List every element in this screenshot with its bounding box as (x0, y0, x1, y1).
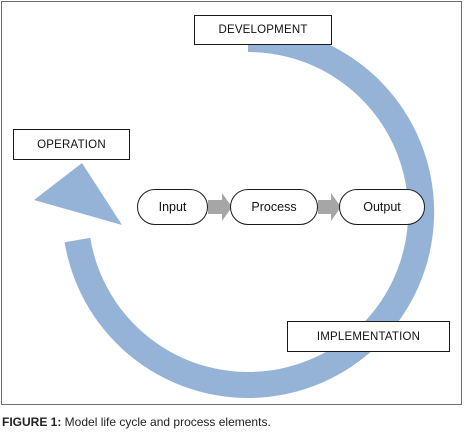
figure-caption: FIGURE 1: Model life cycle and process e… (2, 415, 271, 429)
process-label: Process (251, 200, 297, 214)
development-box: DEVELOPMENT (194, 15, 332, 45)
input-node: Input (137, 189, 208, 225)
output-node: Output (339, 189, 425, 225)
implementation-label: IMPLEMENTATION (316, 330, 421, 343)
flow-arrow-input-process (208, 193, 232, 221)
implementation-box: IMPLEMENTATION (287, 321, 450, 352)
caption-label: FIGURE 1: (2, 415, 62, 429)
output-label: Output (363, 200, 401, 214)
process-node: Process (230, 189, 318, 225)
operation-label: OPERATION (37, 138, 106, 151)
input-label: Input (158, 200, 187, 214)
cycle-arrowhead (34, 163, 122, 225)
development-label: DEVELOPMENT (218, 24, 308, 36)
flow-arrow-process-output (318, 193, 341, 221)
caption-text: Model life cycle and process elements. (61, 415, 271, 429)
operation-box: OPERATION (13, 129, 130, 160)
